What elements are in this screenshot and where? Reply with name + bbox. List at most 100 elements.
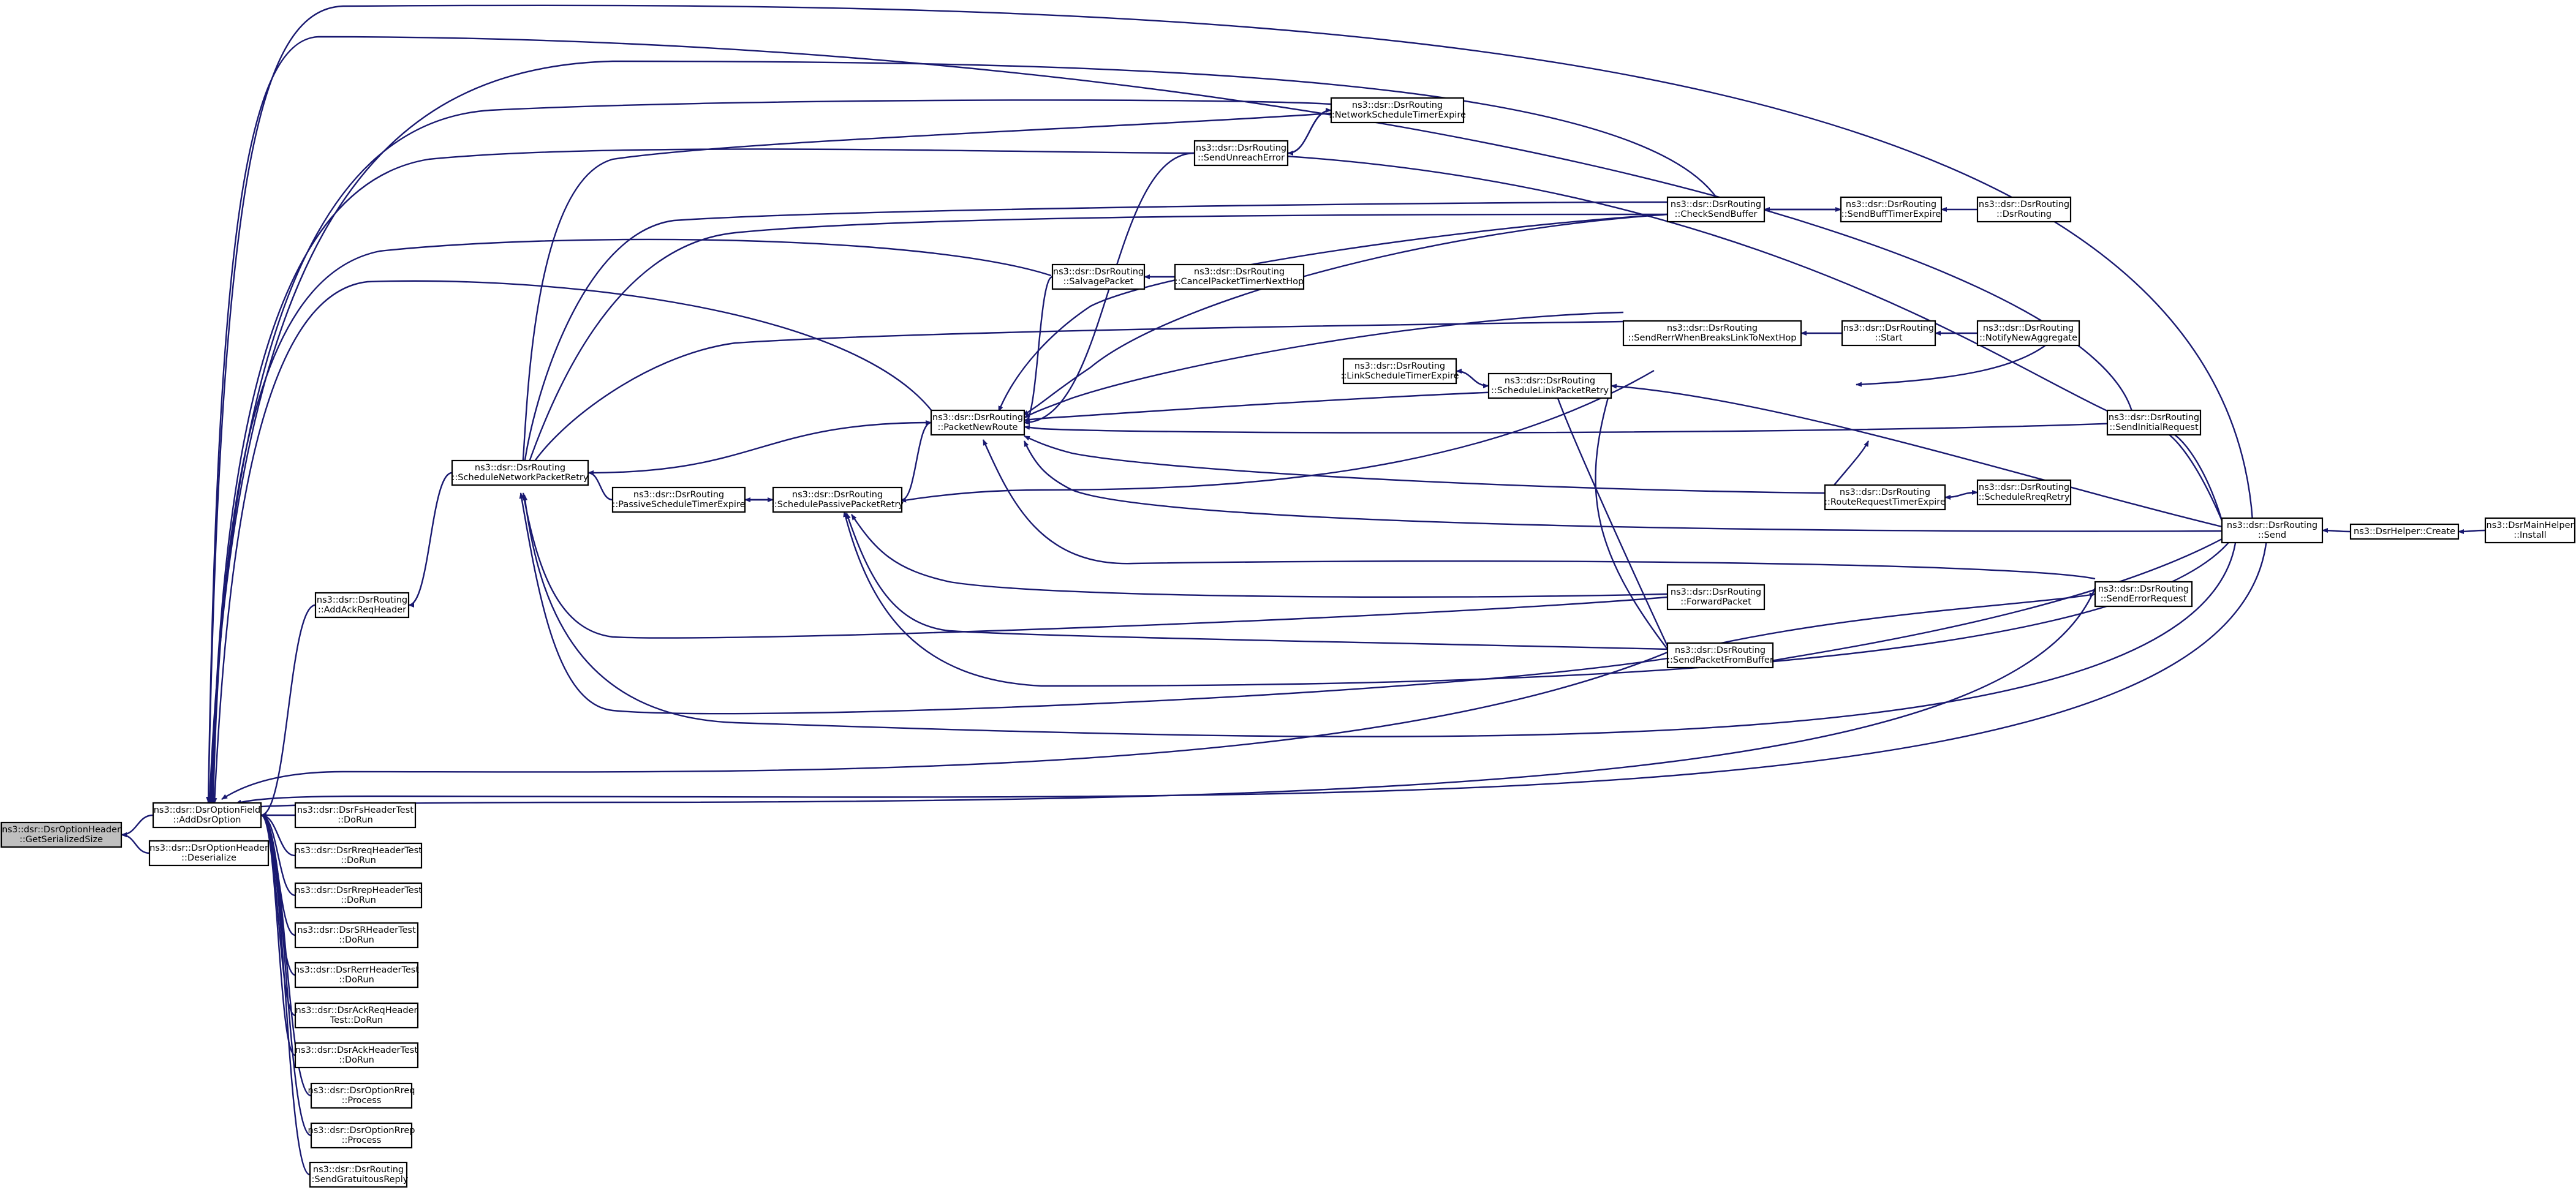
node-box[interactable] [310, 1082, 413, 1109]
node-box[interactable] [2221, 517, 2324, 544]
node-box[interactable] [611, 486, 746, 513]
node-ScheduleNetworkPacketRetry[interactable]: ns3::dsr::DsrRouting::ScheduleNetworkPac… [451, 459, 589, 486]
node-LinkScheduleTimerExpire[interactable]: ns3::dsr::DsrRouting::LinkScheduleTimerE… [1340, 358, 1459, 385]
node-ScheduleLinkPacketRetry[interactable]: ns3::dsr::DsrRouting::ScheduleLinkPacket… [1487, 372, 1612, 399]
node-SendUnreachError[interactable]: ns3::dsr::DsrRouting::SendUnreachError [1193, 140, 1289, 167]
edge-HelperCreate-to-Send [2322, 528, 2351, 533]
node-box[interactable] [930, 409, 1025, 436]
node-label-line: ns3::dsr::DsrRouting [1979, 200, 2069, 209]
node-NotifyNewAggregate[interactable]: ns3::dsr::DsrRouting::NotifyNewAggregate [1976, 320, 2080, 347]
node-box[interactable] [1666, 196, 1766, 223]
node-label-line: ::ForwardPacket [1680, 597, 1751, 607]
node-box[interactable] [294, 922, 419, 949]
node-box[interactable] [1487, 372, 1612, 399]
node-AckTest[interactable]: ns3::dsr::DsrAckHeaderTest::DoRun [294, 1042, 419, 1069]
node-box[interactable] [0, 821, 123, 848]
node-box[interactable] [1976, 479, 2072, 506]
node-ForwardPacket[interactable]: ns3::dsr::DsrRouting::ForwardPacket [1666, 584, 1766, 611]
edge-MainHelperInstall-to-HelperCreate [2458, 529, 2486, 534]
node-box[interactable] [309, 1161, 408, 1188]
node-ScheduleRreqRetry[interactable]: ns3::dsr::DsrRouting::ScheduleRreqRetry [1976, 479, 2072, 506]
node-RerrTest[interactable]: ns3::dsr::DsrRerrHeaderTest::DoRun [294, 962, 419, 989]
node-SendInitialRequest[interactable]: ns3::dsr::DsrRouting::SendInitialRequest [2106, 409, 2202, 436]
node-label-line: ::SendUnreachError [1198, 153, 1285, 163]
node-Start[interactable]: ns3::dsr::DsrRouting::Start [1841, 320, 1936, 347]
node-Deserialize[interactable]: ns3::dsr::DsrOptionHeader::Deserialize [148, 840, 270, 867]
node-SchedulePassivePacketRetry[interactable]: ns3::dsr::DsrRouting::SchedulePassivePac… [771, 486, 904, 513]
node-RouteRequestTimerExpire[interactable]: ns3::dsr::DsrRouting::RouteRequestTimerE… [1824, 484, 1946, 511]
node-RrepProcess[interactable]: ns3::dsr::DsrOptionRrep::Process [308, 1122, 415, 1149]
node-CheckSendBuffer[interactable]: ns3::dsr::DsrRouting::CheckSendBuffer [1666, 196, 1766, 223]
node-box[interactable] [1841, 320, 1936, 347]
node-box[interactable] [1824, 484, 1946, 511]
node-SendGratuitousReply[interactable]: ns3::dsr::DsrRouting::SendGratuitousRepl… [309, 1161, 409, 1188]
node-SendPacketFromBuffer[interactable]: ns3::dsr::DsrRouting::SendPacketFromBuff… [1666, 642, 1774, 669]
edge-AddDsrOption-to-GetSerializedSize [121, 814, 154, 837]
edge-curve [207, 60, 1716, 804]
node-label-line: ns3::dsr::DsrRouting [792, 490, 883, 500]
node-RreqProcess[interactable]: ns3::dsr::DsrOptionRreq::Process [308, 1082, 415, 1109]
node-box[interactable] [2349, 523, 2460, 540]
node-box[interactable] [310, 1122, 413, 1149]
node-box[interactable] [1342, 358, 1457, 385]
node-label-line: ::PassiveScheduleTimerExpire [612, 500, 745, 510]
node-Send[interactable]: ns3::dsr::DsrRouting::Send [2221, 517, 2324, 544]
node-box[interactable] [1666, 642, 1774, 669]
node-GetSerializedSize[interactable]: ns3::dsr::DsrOptionHeader::GetSerialized… [0, 821, 123, 848]
edge-curve [212, 280, 937, 804]
node-RrepTest[interactable]: ns3::dsr::DsrRrepHeaderTest::DoRun [294, 882, 423, 909]
node-MainHelperInstall[interactable]: ns3::DsrMainHelper::Install [2484, 517, 2576, 544]
node-label-line: ::NotifyNewAggregate [1979, 333, 2077, 343]
node-box[interactable] [1330, 97, 1465, 124]
node-label-line: ns3::dsr::DsrOptionField [154, 805, 261, 815]
node-box[interactable] [294, 1002, 419, 1029]
node-DsrRoutingCtor[interactable]: ns3::dsr::DsrRouting::DsrRouting [1976, 196, 2072, 223]
node-box[interactable] [1666, 584, 1766, 611]
node-AddDsrOption[interactable]: ns3::dsr::DsrOptionField::AddDsrOption [152, 802, 262, 829]
node-box[interactable] [148, 840, 270, 867]
node-label-line: ns3::dsr::DsrRouting [1194, 267, 1285, 277]
node-label-line: ns3::dsr::DsrRouting [1196, 143, 1286, 153]
node-box[interactable] [1193, 140, 1289, 167]
node-box[interactable] [1051, 263, 1146, 290]
node-box[interactable] [2484, 517, 2576, 544]
node-CancelPacketTimerNextHop[interactable]: ns3::dsr::DsrRouting::CancelPacketTimerN… [1174, 263, 1305, 290]
node-SrTest[interactable]: ns3::dsr::DsrSRHeaderTest::DoRun [294, 922, 419, 949]
node-SalvagePacket[interactable]: ns3::dsr::DsrRouting::SalvagePacket [1051, 263, 1146, 290]
node-box[interactable] [294, 1042, 419, 1069]
node-NetworkScheduleTimerExpire[interactable]: ns3::dsr::DsrRouting::NetworkScheduleTim… [1329, 97, 1466, 124]
node-label-line: ns3::dsr::DsrRouting [1840, 488, 1930, 497]
node-box[interactable] [772, 486, 903, 513]
node-box[interactable] [1840, 196, 1943, 223]
edge-curve [1555, 393, 1669, 647]
node-box[interactable] [152, 802, 262, 829]
node-PassiveScheduleTimerExpire[interactable]: ns3::dsr::DsrRouting::PassiveScheduleTim… [611, 486, 746, 513]
node-box[interactable] [451, 459, 589, 486]
node-box[interactable] [1622, 320, 1802, 347]
node-RreqTest[interactable]: ns3::dsr::DsrRreqHeaderTest::DoRun [294, 842, 423, 869]
node-SendBuffTimerExpire[interactable]: ns3::dsr::DsrRouting::SendBuffTimerExpir… [1840, 196, 1943, 223]
node-FsTest[interactable]: ns3::dsr::DsrFsHeaderTest::DoRun [294, 802, 417, 829]
node-HelperCreate[interactable]: ns3::DsrHelper::Create [2349, 523, 2460, 540]
node-SendErrorRequest[interactable]: ns3::dsr::DsrRouting::SendErrorRequest [2094, 581, 2193, 608]
edge-curve [1767, 538, 2223, 663]
node-PacketNewRoute[interactable]: ns3::dsr::DsrRouting::PacketNewRoute [930, 409, 1025, 436]
edge-curve [521, 492, 1668, 639]
node-box[interactable] [314, 592, 410, 619]
node-box[interactable] [1976, 196, 2072, 223]
node-box[interactable] [294, 882, 423, 909]
node-box[interactable] [2106, 409, 2202, 436]
node-SendRerrWhenBreaksLinkToNextHop[interactable]: ns3::dsr::DsrRouting::SendRerrWhenBreaks… [1622, 320, 1802, 347]
node-box[interactable] [2094, 581, 2193, 608]
node-box[interactable] [1976, 320, 2080, 347]
node-box[interactable] [294, 842, 423, 869]
node-AddAckReqHeader[interactable]: ns3::dsr::DsrRouting::AddAckReqHeader [314, 592, 410, 619]
node-box[interactable] [1174, 263, 1305, 290]
node-label-line: ::DoRun [339, 935, 374, 945]
node-box[interactable] [294, 962, 419, 989]
node-label-line: ns3::dsr::DsrRouting [1983, 323, 2074, 333]
node-label-line: ns3::dsr::DsrRouting [1354, 361, 1445, 371]
node-box[interactable] [294, 802, 417, 829]
